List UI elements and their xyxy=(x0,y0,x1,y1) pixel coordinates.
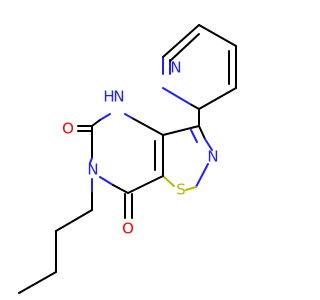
bond xyxy=(189,103,200,110)
nh-hydrogen-label: H xyxy=(103,88,114,106)
bond xyxy=(127,175,164,194)
bond xyxy=(190,129,198,143)
nh-nitrogen-label: N xyxy=(113,88,124,106)
bond xyxy=(124,113,133,119)
isothiazole-nitrogen-label: N xyxy=(207,148,218,166)
bond xyxy=(99,176,114,186)
bond xyxy=(169,33,200,62)
bond xyxy=(162,125,200,136)
bond xyxy=(195,163,209,188)
bond xyxy=(204,138,213,151)
bond xyxy=(131,117,164,136)
isothiazole-ring xyxy=(154,125,213,191)
top-oxygen-label: O xyxy=(62,120,74,138)
pyridine-nitrogen-label: N xyxy=(170,59,181,77)
bond xyxy=(162,24,200,58)
amide-nitrogen-label: N xyxy=(87,161,98,179)
bond xyxy=(198,24,237,47)
bond xyxy=(55,209,93,232)
sulfur-label: S xyxy=(176,181,186,199)
pyridine-ring xyxy=(162,24,237,110)
bond xyxy=(162,175,175,187)
bottom-oxygen-label: O xyxy=(122,220,134,238)
bond xyxy=(162,87,191,105)
butyl-chain xyxy=(18,178,93,294)
bond xyxy=(99,113,111,121)
bond xyxy=(91,119,101,127)
bond xyxy=(185,186,197,191)
bond xyxy=(198,87,237,110)
bond xyxy=(112,184,129,194)
bond xyxy=(198,125,206,140)
bond xyxy=(89,157,93,164)
molecule-structure: N H N O N N S O xyxy=(18,24,237,294)
bond xyxy=(18,271,57,294)
pyrimidine-ring xyxy=(89,113,164,194)
atom-labels: N H N O N N S O xyxy=(62,59,219,238)
